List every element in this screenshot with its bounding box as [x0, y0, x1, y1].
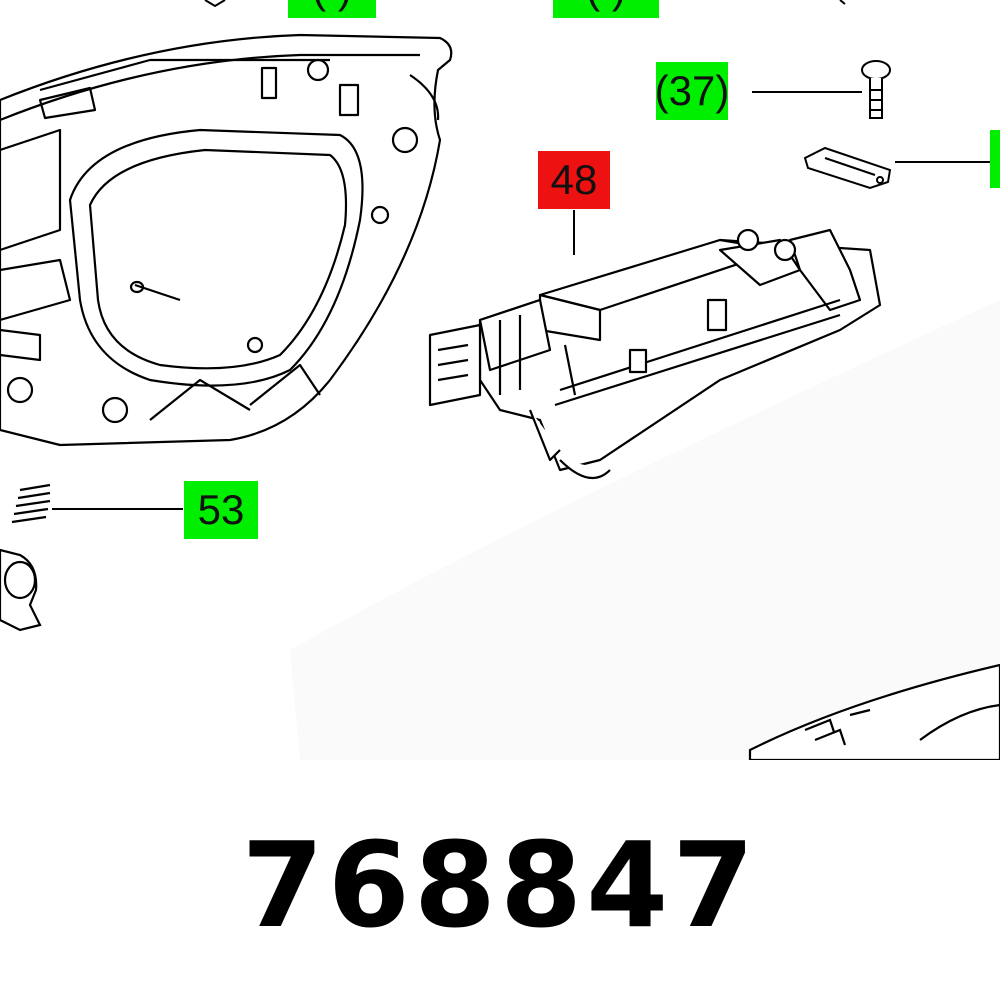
- callout-top-mid-partial: ( ): [553, 0, 659, 18]
- callout-right-edge-partial: [990, 130, 1000, 188]
- callout-53: 53: [184, 481, 258, 539]
- sleeve-part: [0, 548, 42, 632]
- top-partial-parts: [204, 0, 846, 8]
- callout-37-highlight: [656, 62, 728, 120]
- screw-part: [861, 60, 891, 119]
- exploded-parts-drawing: [0, 0, 1000, 760]
- leader-lines: [52, 91, 990, 510]
- plate-clip-part: [803, 146, 892, 190]
- spring-part: [11, 483, 51, 524]
- callout-top-left-partial: ( ): [288, 0, 376, 18]
- switch-assembly: [428, 228, 882, 480]
- handle-housing: [0, 33, 453, 447]
- part-number: 768847: [241, 816, 759, 954]
- callout-37: (37): [655, 62, 729, 120]
- background-shade: [290, 300, 1000, 760]
- callout-48: 48: [538, 151, 610, 209]
- callout-37-label: (37): [654, 67, 730, 114]
